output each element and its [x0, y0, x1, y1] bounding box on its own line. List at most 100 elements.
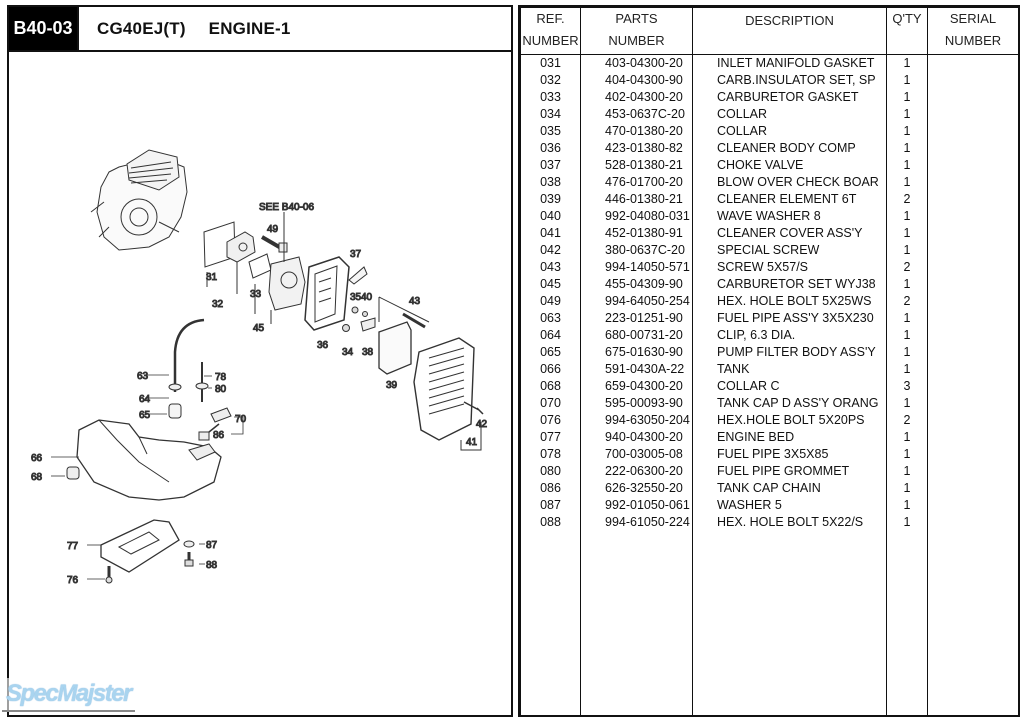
page-code: B40-03: [9, 7, 79, 50]
part-number-cell: 595-00093-90: [580, 395, 693, 412]
callout-78: 78: [215, 372, 227, 383]
section-name: ENGINE-1: [208, 19, 291, 38]
serial-number-cell: [927, 89, 1019, 106]
part-number-cell: 452-01380-91: [580, 225, 693, 242]
ref-number-cell: 031: [520, 54, 581, 72]
part-number-cell: 380-0637C-20: [580, 242, 693, 259]
description-cell: TANK CAP D ASS'Y ORANG: [692, 395, 887, 412]
serial-number-cell: [927, 123, 1019, 140]
description-cell: CARB.INSULATOR SET, SP: [692, 72, 887, 89]
callout-65: 65: [139, 410, 151, 421]
part-number-cell: 423-01380-82: [580, 140, 693, 157]
header-ref-line2: NUMBER: [522, 33, 579, 48]
quantity-cell: 1: [886, 276, 928, 293]
empty-cell: [580, 531, 693, 715]
quantity-cell: 1: [886, 344, 928, 361]
ref-number-cell: 032: [520, 72, 581, 89]
description-cell: CHOKE VALVE: [692, 157, 887, 174]
serial-number-cell: [927, 480, 1019, 497]
callout-leader-lines: [51, 374, 244, 580]
quantity-cell: 1: [886, 123, 928, 140]
part-number-cell: 994-14050-571: [580, 259, 693, 276]
header-serial-number: SERIAL NUMBER: [927, 7, 1019, 55]
callout-40: 40: [361, 292, 373, 303]
callout-37: 37: [350, 249, 362, 260]
serial-number-cell: [927, 242, 1019, 259]
header-parts-line2: NUMBER: [608, 33, 665, 48]
serial-number-cell: [927, 276, 1019, 293]
header-description: DESCRIPTION: [692, 7, 887, 55]
serial-number-cell: [927, 225, 1019, 242]
part-number-cell: 222-06300-20: [580, 463, 693, 480]
header-serial-line2: NUMBER: [944, 33, 1002, 48]
callout-labels: SEE B40-06 31 32 33 34 35 36 37 38 39 40…: [31, 202, 489, 587]
serial-number-cell: [927, 208, 1019, 225]
quantity-cell: 1: [886, 429, 928, 446]
fuel-pipe-illustration: [168, 318, 209, 402]
cleaner-element-illustration: [378, 321, 412, 375]
serial-number-cell: [927, 497, 1019, 514]
serial-number-cell: [927, 463, 1019, 480]
callout-80: 80: [215, 384, 227, 395]
page-title: CG40EJ(T) ENGINE-1: [97, 7, 291, 50]
callout-77: 77: [67, 541, 79, 552]
quantity-cell: 1: [886, 208, 928, 225]
empty-cell: [886, 531, 928, 715]
serial-number-cell: [927, 514, 1019, 531]
part-number-cell: 402-04300-20: [580, 89, 693, 106]
serial-number-cell: [927, 191, 1019, 208]
serial-number-cell: [927, 361, 1019, 378]
part-number-cell: 455-04309-90: [580, 276, 693, 293]
quantity-cell: 1: [886, 310, 928, 327]
model-name: CG40EJ(T): [97, 19, 186, 38]
description-cell: CLEANER COVER ASS'Y: [692, 225, 887, 242]
quantity-cell: 1: [886, 514, 928, 531]
part-number-cell: 994-64050-254: [580, 293, 693, 310]
insulator-gasket-illustration: [203, 221, 256, 294]
empty-cell: [927, 531, 1019, 715]
description-cell: TANK: [692, 361, 887, 378]
watermark-logo: SpecMajster: [2, 678, 135, 712]
header-quantity: Q'TY: [886, 7, 928, 55]
screw-illustration: [402, 312, 426, 329]
description-cell: TANK CAP CHAIN: [692, 480, 887, 497]
description-cell: WASHER 5: [692, 497, 887, 514]
ref-number-cell: 039: [520, 191, 581, 208]
serial-number-cell: [927, 429, 1019, 446]
callout-33: 33: [250, 289, 262, 300]
ref-number-cell: 066: [520, 361, 581, 378]
callout-42: 42: [476, 419, 488, 430]
description-cell: CLIP, 6.3 DIA.: [692, 327, 887, 344]
quantity-cell: 1: [886, 174, 928, 191]
part-number-cell: 223-01251-90: [580, 310, 693, 327]
callout-86: 86: [213, 430, 225, 441]
ref-number-cell: 070: [520, 395, 581, 412]
header-serial-line1: SERIAL: [949, 11, 997, 26]
quantity-cell: 1: [886, 327, 928, 344]
description-cell: ENGINE BED: [692, 429, 887, 446]
ref-number-cell: 034: [520, 106, 581, 123]
serial-number-cell: [927, 395, 1019, 412]
header-ref-number: REF. NUMBER: [520, 7, 581, 55]
description-cell: COLLAR: [692, 123, 887, 140]
ref-number-cell: 078: [520, 446, 581, 463]
ref-number-cell: 037: [520, 157, 581, 174]
header-parts-line1: PARTS: [615, 11, 658, 26]
carburetor-illustration: [248, 212, 306, 324]
